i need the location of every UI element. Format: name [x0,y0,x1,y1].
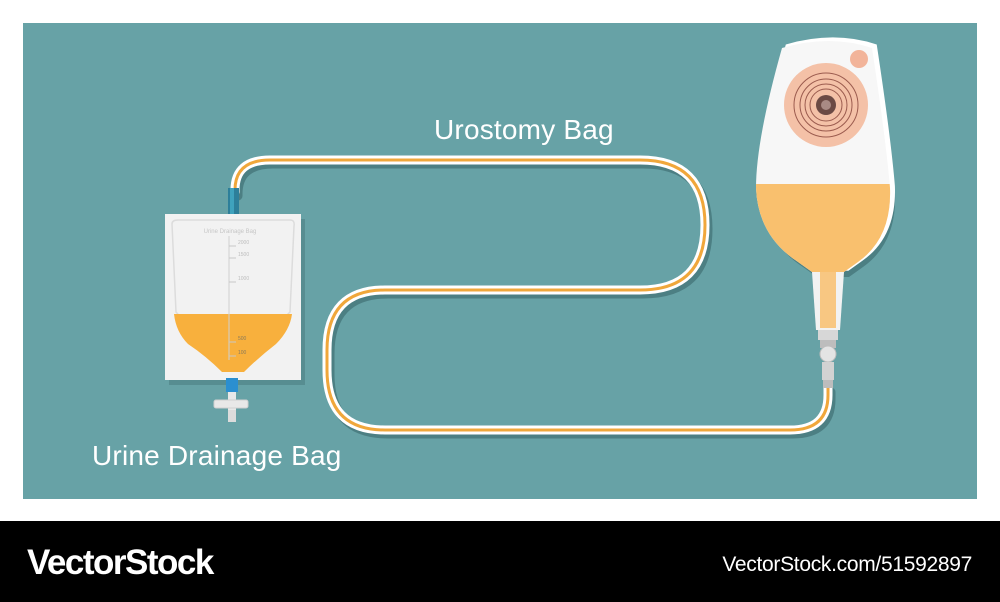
image-url: VectorStock.com/51592897 [722,553,972,576]
vectorstock-logo: VectorStock [27,543,214,582]
drain-tap-icon [819,345,837,363]
scale-mark-100: 100 [238,350,247,356]
urostomy-bag [756,37,896,388]
outlet-connector [226,378,238,392]
urostomy-bag-label: Urostomy Bag [434,114,614,145]
footer-bar: VectorStock VectorStock.com/51592897 [0,521,1000,602]
drain-valve-icon [214,400,248,408]
drainage-urine-fill [174,314,292,372]
bag-print-title: Urine Drainage Bag [204,229,257,235]
scale-mark-2000: 2000 [238,240,249,246]
urine-drainage-bag-label: Urine Drainage Bag [92,440,342,471]
tube-urine-line [233,158,830,432]
urostomy-urine-fill [756,184,891,272]
scale-mark-500: 500 [238,336,247,342]
tap-connector [818,330,838,340]
urine-drainage-bag: Urine Drainage Bag 2000 1500 1000 500 10… [165,188,305,422]
scale-mark-1000: 1000 [238,276,249,282]
scale-mark-1500: 1500 [238,252,249,258]
